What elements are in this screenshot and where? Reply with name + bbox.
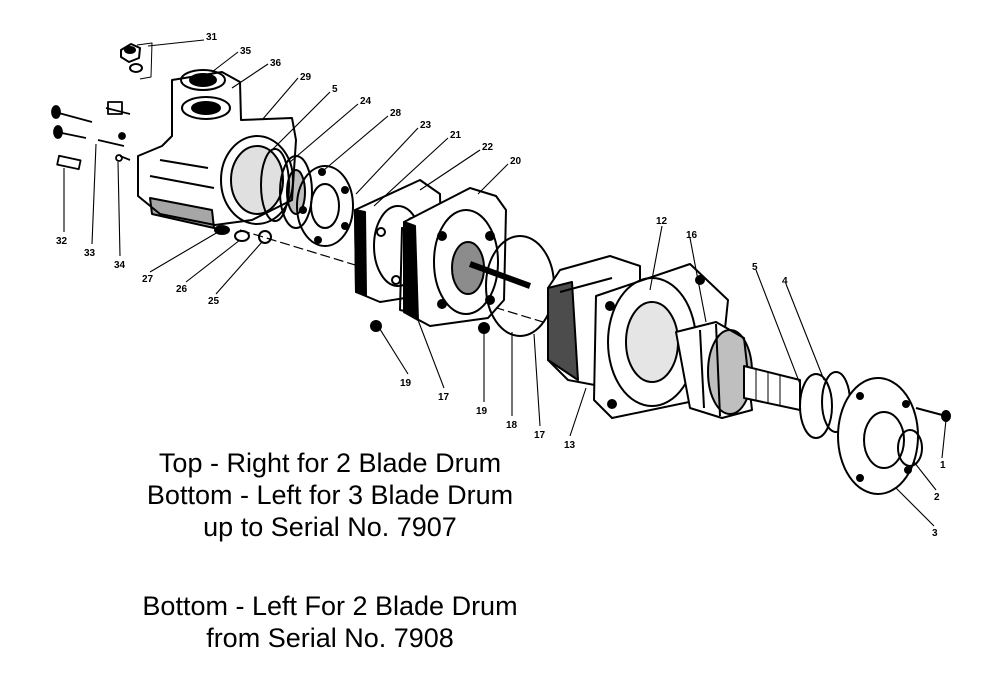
- callout-label: 19: [400, 378, 412, 389]
- caption-line: Bottom - Left for 3 Blade Drum: [146, 480, 514, 510]
- leader-lines: [63, 39, 947, 527]
- callout-label: 19: [476, 406, 488, 417]
- callout-label: 16: [686, 230, 698, 241]
- callout-label: 17: [438, 392, 450, 403]
- part-nuts-19: [370, 320, 490, 334]
- callout-label: 25: [208, 296, 220, 307]
- callout-label: 17: [534, 430, 546, 441]
- callout-label: 13: [564, 440, 576, 451]
- callout-label: 20: [510, 156, 522, 167]
- callout-label: 18: [506, 420, 518, 431]
- callout-label: 1: [940, 460, 946, 471]
- callout-label: 24: [360, 96, 372, 107]
- callout-labels: 31 35 36 29 5 24 28 23 21 22 20 12 16 5 …: [56, 32, 946, 539]
- part-pins-25-26-27: [214, 225, 272, 244]
- callout-label: 34: [114, 260, 126, 271]
- part-cap-31: [120, 42, 153, 80]
- callout-label: 26: [176, 284, 188, 295]
- callout-label: 23: [420, 120, 432, 131]
- callout-label: 27: [142, 274, 154, 285]
- callout-label: 5: [332, 84, 338, 95]
- callout-label: 36: [270, 58, 282, 69]
- callout-label: 22: [482, 142, 494, 153]
- callout-label: 2: [934, 492, 940, 503]
- part-bolts-32-33-34: [51, 101, 131, 171]
- callout-label: 29: [300, 72, 312, 83]
- part-housing: [137, 69, 297, 229]
- callout-label: 28: [390, 108, 402, 119]
- part-seal-rings: [260, 148, 354, 247]
- callout-label: 35: [240, 46, 252, 57]
- callout-label: 21: [450, 130, 462, 141]
- callout-label: 31: [206, 32, 218, 43]
- part-gear-housing-20: [403, 187, 532, 327]
- callout-label: 32: [56, 236, 68, 247]
- callout-label: 3: [932, 528, 938, 539]
- caption-bottom: Bottom - Left For 2 Blade Drum from Seri…: [40, 590, 620, 654]
- callout-label: 4: [782, 276, 788, 287]
- caption-top: Top - Right for 2 Blade Drum Bottom - Le…: [40, 447, 620, 543]
- caption-line: Top - Right for 2 Blade Drum: [158, 448, 502, 478]
- callout-label: 12: [656, 216, 668, 227]
- part-output-shaft: [743, 365, 801, 411]
- caption-line: Bottom - Left For 2 Blade Drum: [142, 591, 518, 621]
- part-end-cover-3: [837, 377, 951, 495]
- caption-line: from Serial No. 7908: [206, 623, 454, 653]
- callout-label: 33: [84, 248, 96, 259]
- caption-line: up to Serial No. 7907: [203, 512, 457, 542]
- callout-label: 5: [752, 262, 758, 273]
- part-hub-16: [675, 321, 753, 419]
